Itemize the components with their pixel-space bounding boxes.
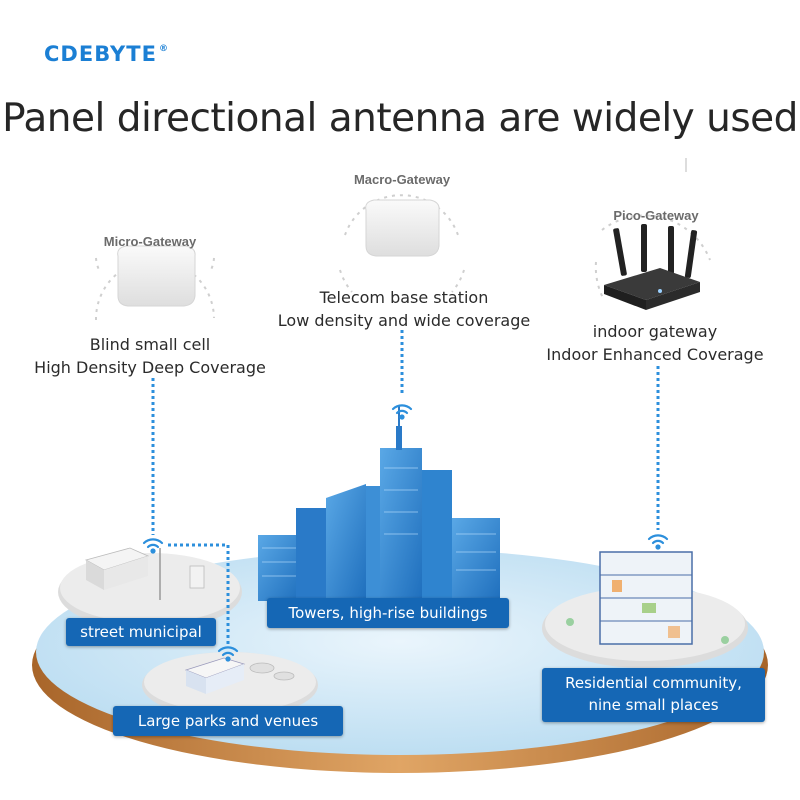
street-scene-island xyxy=(58,547,242,630)
brand-logo: CDEBYTE® xyxy=(44,42,169,66)
residential-scene-island xyxy=(542,551,748,668)
micro-gateway-description: Blind small cell High Density Deep Cover… xyxy=(20,333,280,379)
pico-gateway-desc-line1: indoor gateway xyxy=(592,322,718,341)
pico-gateway-router-icon xyxy=(604,224,700,310)
micro-gateway-desc-line2: High Density Deep Coverage xyxy=(34,358,266,377)
high-rise-towers xyxy=(258,405,500,601)
macro-gateway-title: Macro-Gateway xyxy=(353,172,451,187)
pico-gateway-title: Pico-Gateway xyxy=(613,208,699,223)
wifi-icon xyxy=(391,404,413,420)
macro-gateway-desc-line1: Telecom base station xyxy=(319,288,489,307)
macro-gateway-desc-line2: Low density and wide coverage xyxy=(277,311,531,330)
residential-community-label: Residential community, nine small places xyxy=(542,668,765,722)
residential-label-line2: nine small places xyxy=(588,696,719,714)
pico-gateway-description: indoor gateway Indoor Enhanced Coverage xyxy=(530,320,780,366)
micro-gateway-title: Micro-Gateway xyxy=(103,234,197,249)
micro-gateway-desc-line1: Blind small cell xyxy=(89,335,211,354)
wifi-icon xyxy=(217,646,239,662)
micro-gateway-device-icon xyxy=(117,245,196,307)
macro-gateway-description: Telecom base station Low density and wid… xyxy=(262,286,546,332)
parks-scene-island xyxy=(142,652,318,718)
brand-name: CDEBYTE xyxy=(44,42,157,66)
towers-label: Towers, high-rise buildings xyxy=(267,598,509,628)
wifi-icon xyxy=(142,538,164,554)
pico-gateway-desc-line2: Indoor Enhanced Coverage xyxy=(546,345,764,364)
residential-label-line1: Residential community, xyxy=(565,674,742,692)
page-headline: Panel directional antenna are widely use… xyxy=(2,96,798,141)
connector-lines xyxy=(151,330,660,648)
registered-mark: ® xyxy=(158,44,169,54)
large-parks-label: Large parks and venues xyxy=(113,706,343,736)
coverage-circles xyxy=(94,194,711,321)
wifi-icon xyxy=(647,534,669,550)
macro-gateway-device-icon xyxy=(365,199,440,257)
wifi-signal-icons xyxy=(142,404,669,662)
street-municipal-label: street municipal xyxy=(66,618,216,646)
